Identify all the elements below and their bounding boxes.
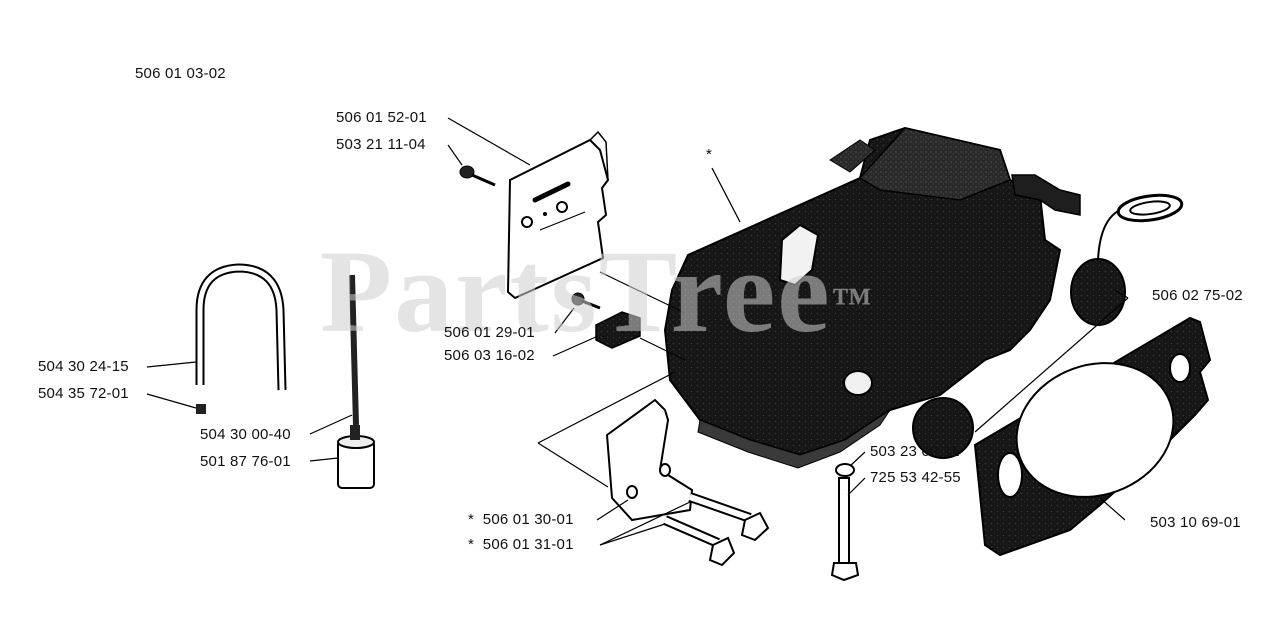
fuel-line-filter [337, 274, 375, 489]
tank-gasket [973, 316, 1212, 557]
part-number: 506 03 16-02 [444, 347, 535, 364]
watermark-text: PartsTree [320, 226, 832, 357]
star-marker: * [468, 536, 475, 553]
part-number: 506 01 31-01 [482, 536, 574, 553]
part-number: 501 87 76-01 [200, 453, 291, 470]
mounting-bracket [605, 398, 694, 522]
screw-and-block [571, 292, 641, 349]
part-number: 506 01 29-01 [444, 324, 535, 341]
part-label-p11[interactable]: 725 53 42-55 [870, 469, 961, 487]
part-label-p2[interactable]: 503 21 11-04 [336, 136, 426, 154]
fuel-tank [663, 126, 1081, 469]
part-number: 506 01 52-01 [336, 109, 427, 126]
part-label-p4[interactable]: 506 03 16-02 [444, 347, 535, 365]
screw-small [459, 165, 496, 187]
part-label-p7[interactable]: 504 30 00-40 [200, 426, 291, 444]
part-number: 504 30 00-40 [200, 426, 291, 443]
bolts [663, 492, 770, 567]
part-label-p13[interactable]: * 506 01 30-01 [468, 511, 574, 529]
part-number: 506 01 30-01 [482, 511, 574, 528]
part-number: 504 35 72-01 [38, 385, 129, 402]
part-number: 503 10 69-01 [1150, 514, 1241, 531]
part-label-p12[interactable]: 503 10 69-01 [1150, 514, 1241, 532]
part-number: 503 21 11-04 [336, 136, 426, 153]
leader-lines [146, 117, 1129, 546]
part-label-p9[interactable]: 506 02 75-02 [1152, 287, 1243, 305]
part-number: 504 30 24-15 [38, 358, 129, 375]
watermark-trademark: ™ [831, 279, 874, 324]
part-number: 503 23 00-11 [870, 443, 960, 460]
assembly-number: 506 01 03-02 [135, 65, 226, 82]
part-label-p10[interactable]: 503 23 00-11 [870, 443, 960, 461]
part-number: 725 53 42-55 [870, 469, 961, 486]
fuel-caps [912, 193, 1184, 459]
part-label-p8[interactable]: 501 87 76-01 [200, 453, 291, 471]
part-number: 506 02 75-02 [1152, 287, 1243, 304]
part-label-p1[interactable]: 506 01 52-01 [336, 109, 427, 127]
watermark: PartsTree™ [320, 232, 874, 352]
guide-plate [506, 130, 610, 300]
long-bolt [830, 463, 860, 582]
tank-marker: * [706, 146, 713, 163]
part-label-p6[interactable]: 504 35 72-01 [38, 385, 129, 403]
star-marker: * [468, 511, 475, 528]
part-label-p14[interactable]: * 506 01 31-01 [468, 536, 574, 554]
hose-loop [195, 263, 287, 414]
part-label-p3[interactable]: 506 01 29-01 [444, 324, 535, 342]
part-label-p5[interactable]: 504 30 24-15 [38, 358, 129, 376]
